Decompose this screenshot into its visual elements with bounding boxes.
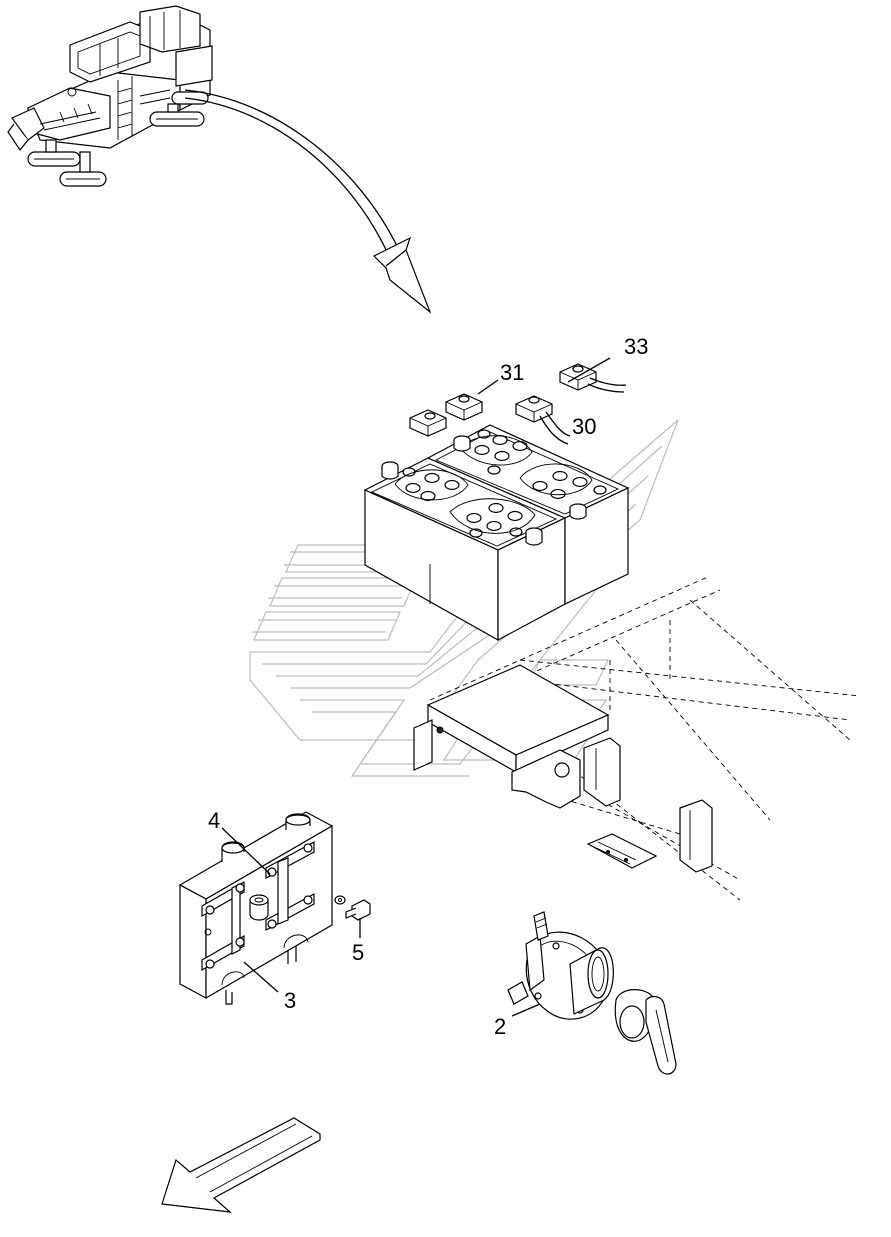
battery-right (426, 424, 630, 605)
battery-switch-holder (178, 811, 334, 1005)
washer-and-bolt (334, 895, 371, 938)
curved-pointer-arrow (184, 89, 432, 314)
callout-30: 30 (572, 414, 596, 439)
direction-arrow (161, 1117, 321, 1213)
terminal-clamp-31 (409, 393, 483, 437)
callout-5: 5 (352, 940, 364, 965)
callout-4: 4 (208, 808, 220, 833)
terminal-clamp-30 (515, 395, 571, 445)
road-milling-machine-icon (7, 5, 213, 187)
battery-assembly (363, 357, 630, 642)
callout-3: 3 (284, 988, 296, 1013)
callout-2: 2 (494, 1014, 506, 1039)
battery-main-switch (507, 911, 677, 1075)
track-front-left (27, 139, 107, 187)
callout-31: 31 (500, 360, 524, 385)
battery-left (363, 457, 567, 642)
callout-33: 33 (624, 334, 648, 359)
frame-rails (413, 575, 861, 901)
